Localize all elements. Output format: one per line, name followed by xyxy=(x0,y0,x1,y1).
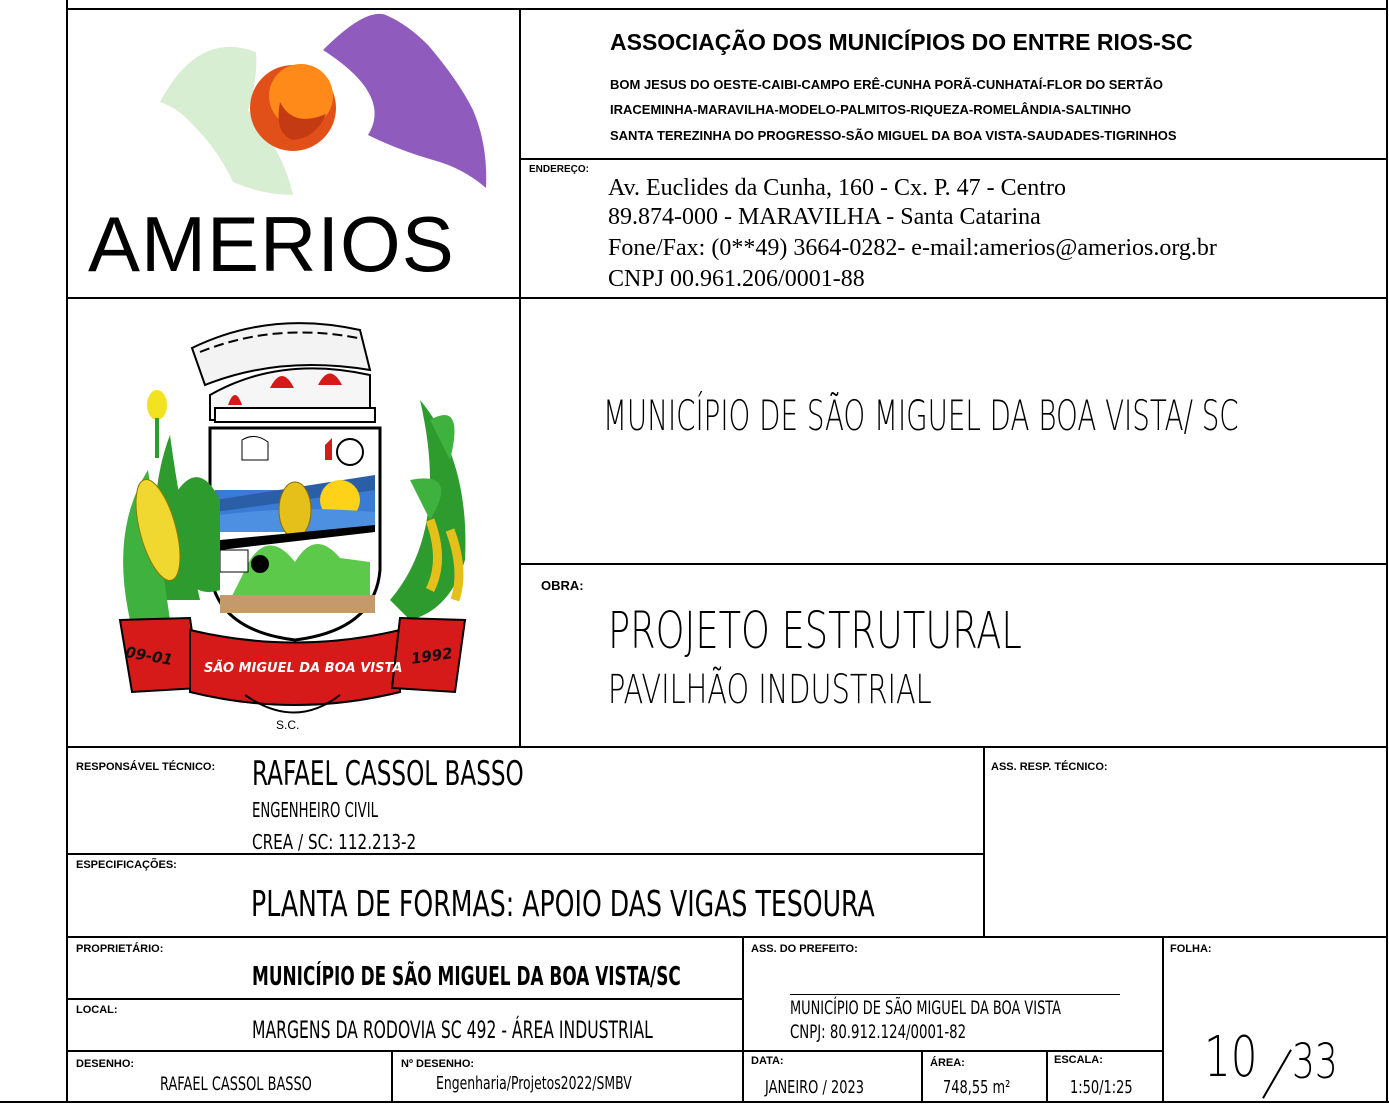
ass-prefeito-name: MUNICÍPIO DE SÃO MIGUEL DA BOA VISTA xyxy=(790,997,1062,1019)
obra-subtitle: PAVILHÃO INDUSTRIAL xyxy=(608,667,932,713)
local-label: LOCAL: xyxy=(76,1004,118,1016)
ribbon-center-text: SÃO MIGUEL DA BOA VISTA xyxy=(204,661,403,676)
divider-responsavel-ass xyxy=(983,746,985,938)
frame-right-border xyxy=(1386,0,1388,1103)
divider-responsavel-especificacoes xyxy=(66,853,985,855)
divider-header-coat xyxy=(66,297,1388,299)
escala-label: ESCALA: xyxy=(1054,1054,1103,1066)
folha-current: 10 xyxy=(1204,1025,1258,1090)
members-line-1: BOM JESUS DO OESTE-CAIBI-CAMPO ERÊ-CUNHA… xyxy=(610,77,1163,92)
frame-left-border xyxy=(66,0,68,1103)
folha-label: FOLHA: xyxy=(1170,943,1212,955)
coat-of-arms: 09-01 SÃO MIGUEL DA BOA VISTA 1992 S.C. xyxy=(70,300,516,744)
escala-value: 1:50/1:25 xyxy=(1070,1077,1133,1098)
divider-coat-responsavel xyxy=(66,746,1388,748)
coat-state-text: S.C. xyxy=(276,718,300,732)
address-label: ENDEREÇO: xyxy=(529,164,590,175)
address-line-1: Av. Euclides da Cunha, 160 - Cx. P. 47 -… xyxy=(608,175,1066,201)
divider-data-area xyxy=(921,1050,923,1103)
n-desenho-value: Engenharia/Projetos2022/SMBV xyxy=(436,1073,632,1094)
data-value: JANEIRO / 2023 xyxy=(765,1077,864,1098)
proprietario-label: PROPRIETÁRIO: xyxy=(76,943,164,955)
amerios-logo-graphic xyxy=(160,13,487,196)
members-line-3: SANTA TEREZINHA DO PROGRESSO-SÃO MIGUEL … xyxy=(610,128,1177,143)
obra-label: OBRA: xyxy=(541,578,584,593)
members-line-2: IRACEMINHA-MARAVILHA-MODELO-PALMITOS-RIQ… xyxy=(610,102,1132,117)
divider-members-address xyxy=(519,158,1388,160)
header-vertical-divider xyxy=(519,8,521,748)
divider-area-escala xyxy=(1046,1050,1048,1103)
ass-prefeito-cnpj: CNPJ: 80.912.124/0001-82 xyxy=(790,1021,967,1043)
area-value: 748,55 m² xyxy=(943,1077,1011,1098)
amerios-logo-text: AMERIOS xyxy=(88,200,455,288)
ass-resp-label: ASS. RESP. TÉCNICO: xyxy=(991,761,1108,773)
coat-of-arms-graphic xyxy=(118,322,467,714)
divider-especificacoes-proprietario xyxy=(66,936,1388,938)
divider-desenho-ndesenho xyxy=(391,1050,393,1103)
address-line-3: Fone/Fax: (0**49) 3664-0282- e-mail:amer… xyxy=(608,235,1217,261)
folha-total: 33 xyxy=(1292,1034,1338,1090)
signature-line xyxy=(790,994,1120,995)
responsavel-name: RAFAEL CASSOL BASSO xyxy=(252,754,524,794)
address-line-2: 89.874-000 - MARAVILHA - Santa Catarina xyxy=(608,204,1041,230)
data-label: DATA: xyxy=(751,1055,784,1067)
divider-proprietario-prefeito xyxy=(742,936,744,1103)
responsavel-profession: ENGENHEIRO CIVIL xyxy=(252,798,378,822)
association-title: ASSOCIAÇÃO DOS MUNICÍPIOS DO ENTRE RIOS-… xyxy=(610,29,1193,55)
especificacoes-label: ESPECIFICAÇÕES: xyxy=(76,859,177,871)
desenho-value: RAFAEL CASSOL BASSO xyxy=(160,1073,312,1095)
amerios-logo: AMERIOS xyxy=(68,10,518,296)
frame-bottom-border xyxy=(0,1101,1389,1103)
especificacoes-value: PLANTA DE FORMAS: APOIO DAS VIGAS TESOUR… xyxy=(251,884,875,925)
address-line-4: CNPJ 00.961.206/0001-88 xyxy=(608,266,865,292)
obra-title: PROJETO ESTRUTURAL xyxy=(608,602,1022,661)
folha-slash xyxy=(1262,1049,1292,1099)
responsavel-crea: CREA / SC: 112.213-2 xyxy=(252,830,417,854)
desenho-label: DESENHO: xyxy=(76,1058,135,1070)
divider-local-desenho xyxy=(66,1050,1164,1052)
proprietario-value: MUNICÍPIO DE SÃO MIGUEL DA BOA VISTA/SC xyxy=(252,962,681,992)
municipality-title: MUNICÍPIO DE SÃO MIGUEL DA BOA VISTA/ SC xyxy=(603,391,1239,440)
ass-prefeito-label: ASS. DO PREFEITO: xyxy=(751,943,858,955)
area-label: ÁREA: xyxy=(930,1057,965,1069)
divider-proprietario-local xyxy=(66,998,744,1000)
frame-top-border xyxy=(66,8,1388,10)
folha-number: 10 33 xyxy=(1204,1030,1354,1100)
n-desenho-label: Nº DESENHO: xyxy=(401,1058,475,1070)
responsavel-label: RESPONSÁVEL TÉCNICO: xyxy=(76,761,216,773)
divider-municipality-obra xyxy=(519,563,1388,565)
local-value: MARGENS DA RODOVIA SC 492 - ÁREA INDUSTR… xyxy=(252,1016,653,1044)
divider-prefeito-folha xyxy=(1162,936,1164,1103)
